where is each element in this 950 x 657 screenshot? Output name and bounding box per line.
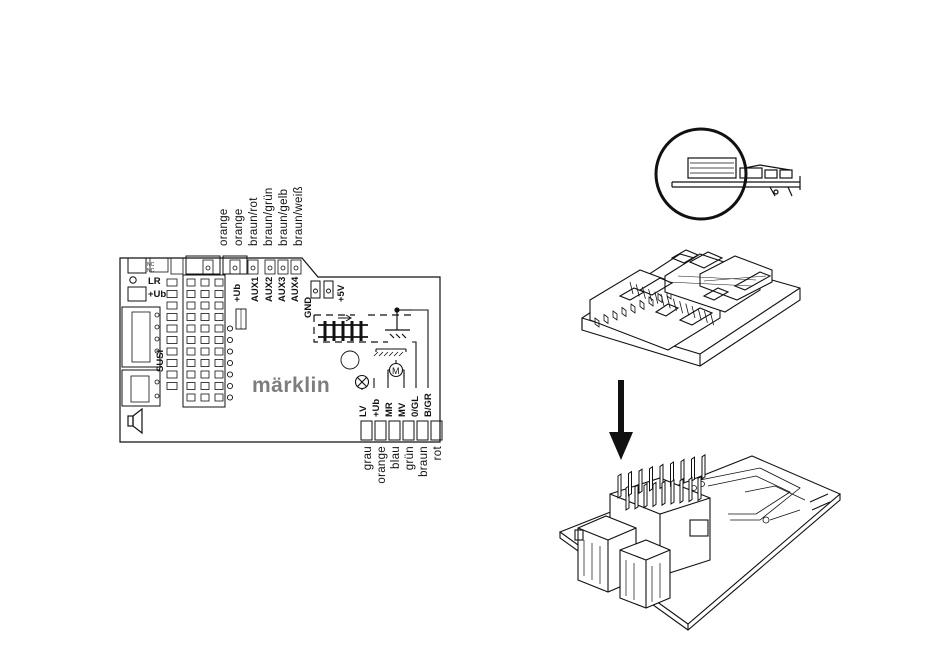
interface-board bbox=[560, 455, 840, 630]
decoder-side-view bbox=[672, 158, 800, 196]
down-arrow-icon bbox=[609, 380, 633, 460]
decoder-board-3d bbox=[582, 250, 800, 366]
